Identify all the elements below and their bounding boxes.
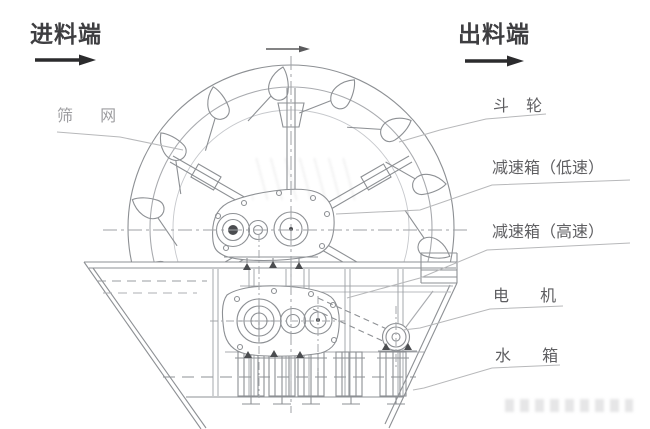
screen-mesh-leader — [56, 131, 184, 151]
anchor-bolts-upper — [243, 258, 303, 270]
reducer-high-speed-label: 减速箱（高速） — [492, 222, 605, 241]
discharge-end-label: 出料端 — [458, 22, 530, 48]
screen-mesh-label: 筛 网 — [57, 106, 128, 125]
bucket-wheel-leader — [398, 113, 547, 143]
discharge-arrow-icon — [465, 55, 524, 67]
rotation-arrow-icon — [266, 45, 310, 53]
leader-lines — [56, 113, 631, 391]
motor-label: 电 机 — [493, 286, 570, 305]
water-tank-label: 水 箱 — [495, 346, 572, 365]
feed-end-label: 进料端 — [30, 22, 102, 48]
low-speed-gearbox-drawing — [212, 188, 335, 270]
belt-line — [317, 297, 390, 331]
anchor-bolts-motor — [382, 343, 412, 350]
centerlines — [103, 56, 468, 413]
high-speed-gearbox-drawing — [221, 285, 340, 358]
feed-arrow-icon — [35, 54, 96, 66]
bucket-wheel-label: 斗 轮 — [493, 96, 549, 115]
base-feet — [242, 396, 405, 405]
motor-drawing — [312, 290, 434, 352]
water-tank-leader — [412, 364, 561, 391]
motor-leader — [402, 305, 564, 331]
reducer-high-leader — [346, 242, 631, 299]
anchor-bolts-lower — [244, 350, 304, 358]
reducer-low-leader — [335, 179, 631, 215]
reducer-low-speed-label: 减速箱（低速） — [492, 158, 605, 177]
belt-line — [312, 308, 386, 343]
